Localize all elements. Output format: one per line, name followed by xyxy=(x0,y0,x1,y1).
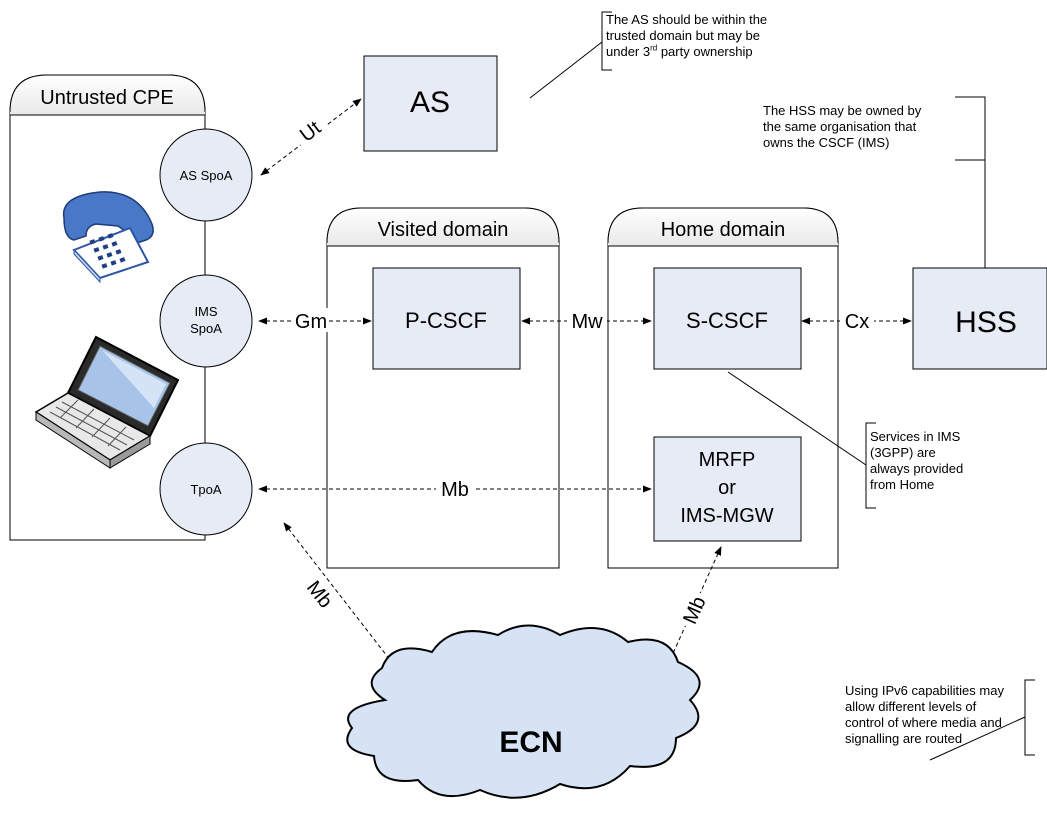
interface-labels: Gm Mw Cx Mb Ut Mb Mb xyxy=(289,110,874,631)
cx-label: Cx xyxy=(845,311,869,333)
cloud-icon xyxy=(346,624,701,799)
ecn-label: ECN xyxy=(499,726,562,759)
hss-label: HSS xyxy=(955,306,1017,339)
hss-note-line1: The HSS may be owned by xyxy=(763,103,922,118)
visited-domain-container: Visited domain xyxy=(326,207,560,569)
p-cscf-node: P-CSCF xyxy=(372,267,521,370)
s-cscf-label: S-CSCF xyxy=(686,308,768,333)
mrfp-label-line3: IMS-MGW xyxy=(680,505,773,527)
as-spoa-node: AS SpoA xyxy=(159,128,253,222)
untrusted-cpe-title: Untrusted CPE xyxy=(40,87,173,109)
tpoa-node: TpoA xyxy=(159,442,253,536)
as-label: AS xyxy=(410,86,450,119)
tpoa-label: TpoA xyxy=(190,482,221,497)
hss-node: HSS xyxy=(912,267,1047,370)
telephone-icon xyxy=(62,191,154,284)
as-node: AS xyxy=(363,55,498,152)
s-cscf-node: S-CSCF xyxy=(653,267,802,370)
services-note-line2: (3GPP) are xyxy=(870,445,936,460)
ipv6-note-text: Using IPv6 capabilities may allow differ… xyxy=(845,683,1045,747)
ecn-cloud: ECN xyxy=(346,624,701,799)
as-spoa-label: AS SpoA xyxy=(180,168,233,183)
ims-spoa-label-line2: SpoA xyxy=(190,321,222,336)
as-note: The AS should be within the trusted doma… xyxy=(606,12,806,60)
as-note-line1: The AS should be within the xyxy=(606,12,768,27)
as-note-line2: trusted domain but may be xyxy=(606,28,760,43)
laptop-icon xyxy=(34,335,180,469)
ipv6-note-line3: control of where media and xyxy=(845,715,1002,730)
as-note-line3: under 3rd party ownership xyxy=(606,43,753,59)
services-note-line3: always provided xyxy=(870,461,964,476)
hss-note: The HSS may be owned by the same organis… xyxy=(763,103,953,151)
ipv6-note-line4: signalling are routed xyxy=(845,731,963,746)
services-note: Services in IMS (3GPP) are always provid… xyxy=(870,429,990,493)
ipv6-note-line1: Using IPv6 capabilities may xyxy=(845,683,1004,698)
home-domain-title: Home domain xyxy=(661,219,786,241)
ipv6-note-line2: allow different levels of xyxy=(845,699,977,714)
hss-note-line2: the same organisation that xyxy=(763,119,917,134)
callout-lines xyxy=(529,11,1035,761)
mrfp-node: MRFP or IMS-MGW xyxy=(653,436,802,542)
mw-label: Mw xyxy=(571,311,603,333)
ims-spoa-node: IMS SpoA xyxy=(159,274,253,368)
ims-spoa-label-line1: IMS xyxy=(194,304,217,319)
mrfp-label-line1: MRFP xyxy=(699,449,756,471)
mrfp-label-line2: or xyxy=(718,477,736,499)
visited-domain-title: Visited domain xyxy=(378,219,509,241)
services-note-line4: from Home xyxy=(870,477,935,492)
mb-label-tpoa-mrfp: Mb xyxy=(441,479,469,501)
services-note-line1: Services in IMS xyxy=(870,429,961,444)
hss-note-line3: owns the CSCF (IMS) xyxy=(763,135,890,150)
p-cscf-label: P-CSCF xyxy=(405,308,487,333)
gm-label: Gm xyxy=(295,311,327,333)
